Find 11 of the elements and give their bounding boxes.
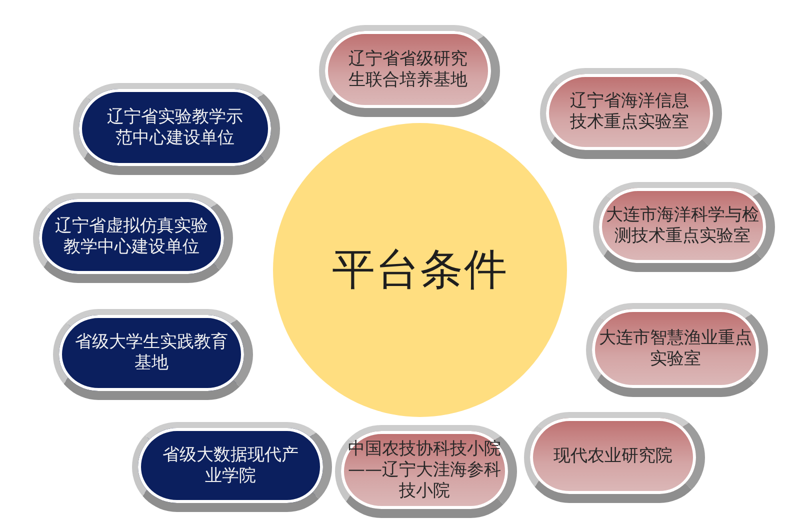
pill-box: 辽宁省省级研究生联合培养基地: [319, 25, 500, 117]
pill-box: 现代农业研究院: [524, 412, 705, 503]
pill-box: 大连市智慧渔业重点实验室: [586, 303, 768, 397]
pill-box: 辽宁省实验教学示范中心建设单位: [73, 83, 280, 175]
pill-box: 大连市海洋科学与检测技术重点实验室: [593, 182, 775, 272]
center-circle: 平台条件: [273, 123, 567, 417]
pill-box: 省级大数据现代产业学院: [132, 422, 332, 512]
pill-box: 中国农技协科技小院——辽宁大洼海参科技小院: [335, 425, 517, 518]
pill-box: 辽宁省虚拟仿真实验教学中心建设单位: [33, 193, 233, 283]
pill-box: 辽宁省海洋信息技术重点实验室: [540, 68, 722, 159]
pill-box: 省级大学生实践教育基地: [53, 309, 253, 400]
